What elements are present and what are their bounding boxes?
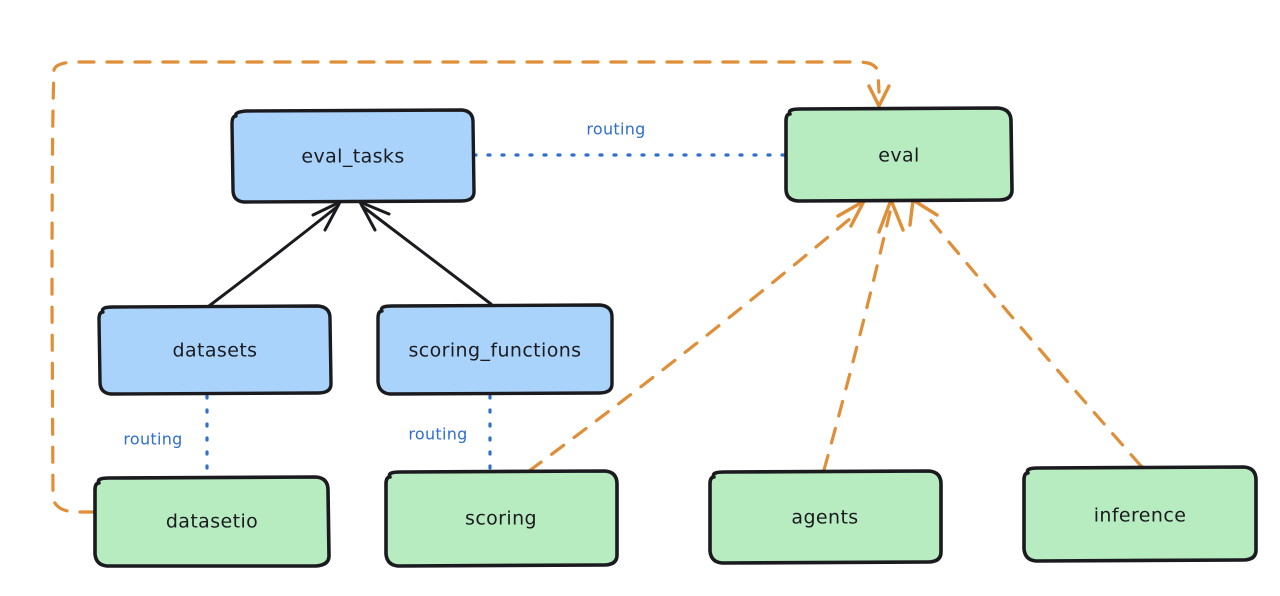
edge-label-routing-scoring-functions: routing bbox=[408, 425, 467, 444]
edge-datasetio-eval[interactable] bbox=[50, 60, 891, 514]
routing-edges bbox=[205, 153, 788, 479]
node-label: scoring_functions bbox=[409, 340, 582, 362]
node-label: scoring bbox=[465, 508, 537, 530]
edge-label-routing-datasets: routing bbox=[123, 430, 182, 449]
edge-path bbox=[50, 60, 881, 514]
node-eval_tasks[interactable]: eval_tasks bbox=[230, 108, 476, 204]
node-label: datasetio bbox=[166, 511, 258, 533]
node-label: eval bbox=[878, 145, 919, 167]
arrowhead bbox=[836, 199, 866, 228]
edge-path bbox=[822, 210, 892, 472]
node-scoring[interactable]: scoring bbox=[384, 469, 619, 568]
node-scoring_functions[interactable]: scoring_functions bbox=[376, 303, 614, 396]
edge-agents-eval[interactable] bbox=[822, 198, 905, 472]
node-label: agents bbox=[791, 507, 858, 529]
node-shape bbox=[376, 303, 614, 396]
edge-path bbox=[527, 210, 860, 473]
edge-scoring_functions-eval_tasks[interactable] bbox=[358, 200, 493, 306]
node-label: datasets bbox=[173, 340, 258, 362]
node-shape bbox=[708, 469, 943, 565]
edge-labels: routing routing routing bbox=[123, 120, 645, 449]
node-label: eval_tasks bbox=[301, 146, 404, 168]
node-inference[interactable]: inference bbox=[1022, 465, 1258, 563]
edge-label-routing-eval-tasks: routing bbox=[586, 120, 645, 139]
node-agents[interactable]: agents bbox=[708, 469, 943, 565]
edge-inference-eval[interactable] bbox=[908, 198, 1143, 468]
node-datasetio[interactable]: datasetio bbox=[93, 475, 331, 568]
arrowhead bbox=[867, 84, 891, 108]
node-datasets[interactable]: datasets bbox=[97, 304, 333, 396]
node-shape bbox=[93, 475, 331, 568]
arrowhead bbox=[877, 198, 905, 234]
inheritance-edges bbox=[207, 200, 493, 308]
edge-path bbox=[207, 204, 340, 308]
node-shape bbox=[784, 106, 1014, 203]
edge-path bbox=[922, 210, 1143, 468]
node-label: inference bbox=[1094, 505, 1187, 527]
node-shape bbox=[97, 304, 333, 396]
node-shape bbox=[1022, 465, 1258, 563]
edge-datasets-eval_tasks[interactable] bbox=[207, 200, 342, 308]
node-shape bbox=[384, 469, 619, 568]
node-shape bbox=[230, 108, 476, 204]
node-eval[interactable]: eval bbox=[784, 106, 1014, 203]
edge-path bbox=[360, 204, 493, 306]
